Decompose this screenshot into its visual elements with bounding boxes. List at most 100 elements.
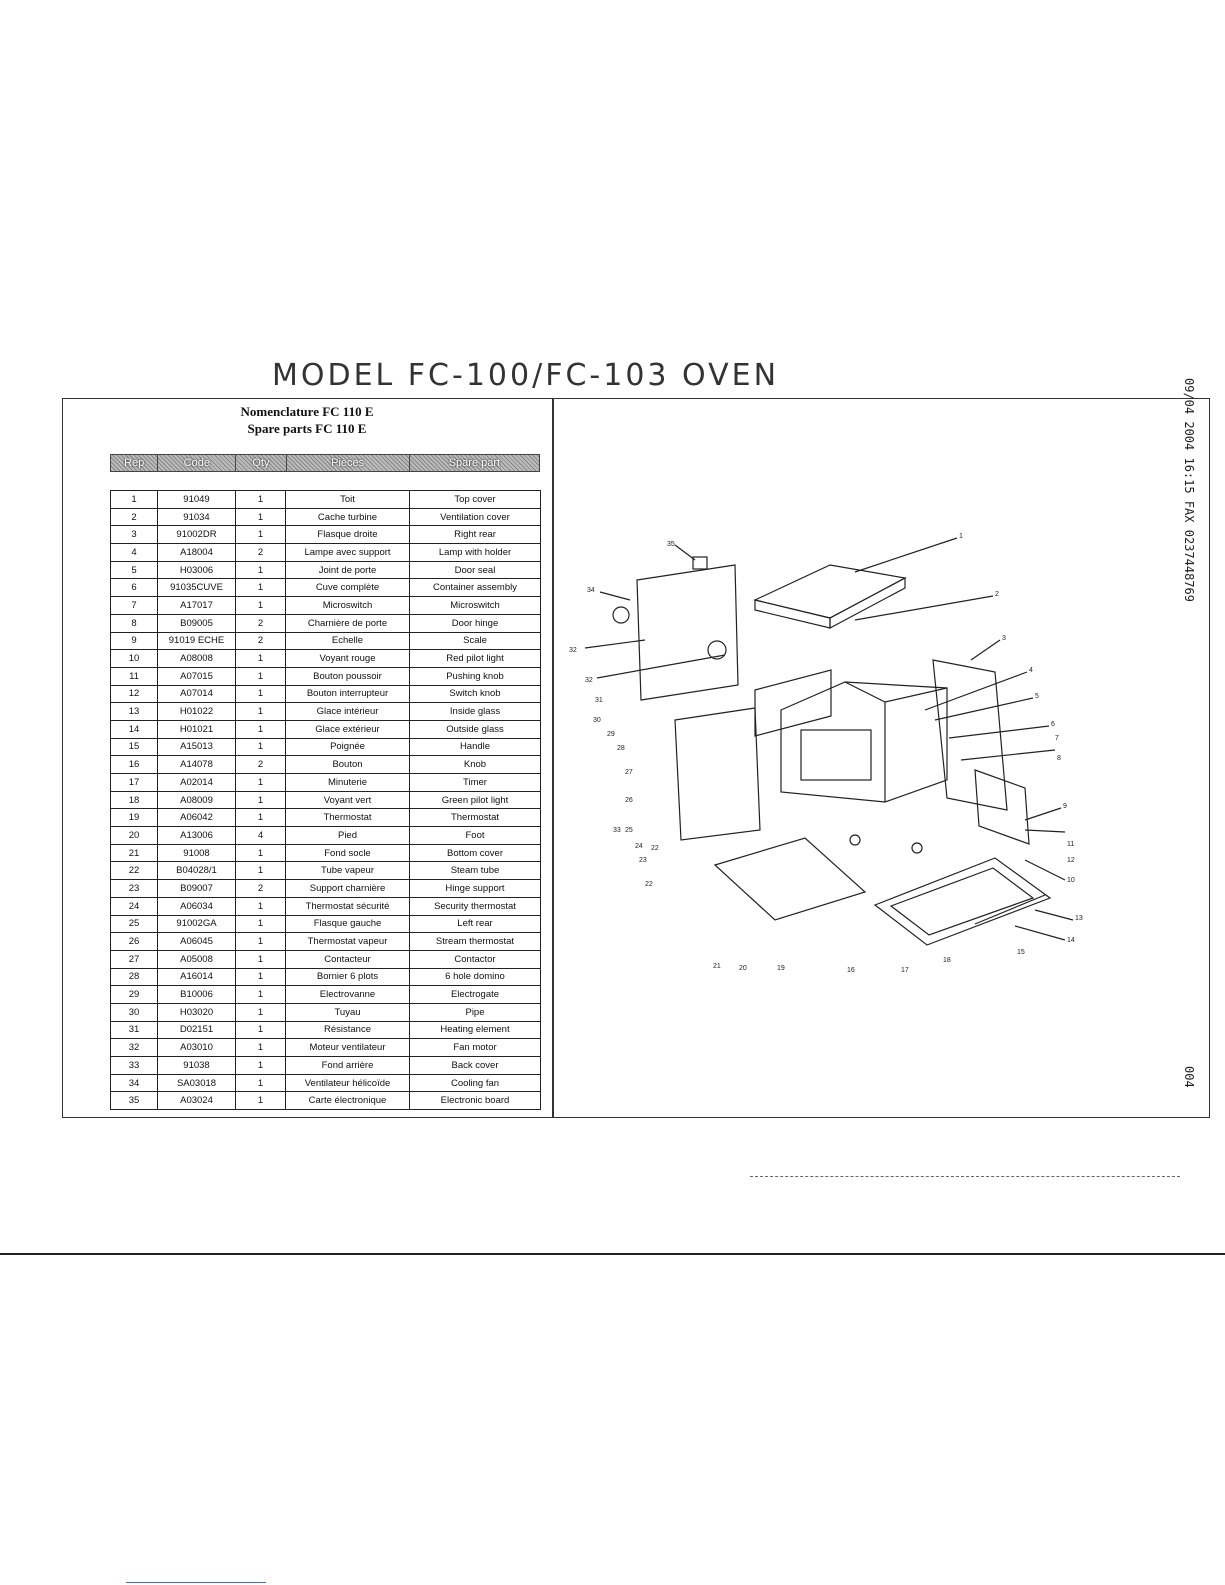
back-panel-shape xyxy=(636,564,739,701)
pieces-cell: Résistance xyxy=(285,1020,410,1040)
left-panel-shape xyxy=(674,707,761,841)
pieces-cell: Carte électronique xyxy=(285,1091,410,1111)
qty-cell: 1 xyxy=(235,719,286,739)
qty-cell: 1 xyxy=(235,1038,286,1057)
spare-part-cell: Left rear xyxy=(409,914,541,934)
code-cell: A07014 xyxy=(157,684,236,704)
callout-20: 20 xyxy=(739,965,747,972)
pieces-cell: Ventilateur hélicoïde xyxy=(285,1073,410,1093)
pieces-cell: Glace intérieur xyxy=(285,702,410,721)
frame-divider xyxy=(552,398,554,1118)
pieces-cell: Lampe avec support xyxy=(285,543,410,562)
rep-cell: 21 xyxy=(110,843,158,863)
pieces-cell: Minuterie xyxy=(285,773,410,792)
table-header: Rep Code Qty Pièces Spare part xyxy=(110,454,540,472)
pieces-cell: Bornier 6 plots xyxy=(285,967,410,987)
handwritten-model-title: MODEL FC-100/FC-103 OVEN xyxy=(272,358,780,393)
spare-part-cell: Handle xyxy=(409,737,541,757)
qty-cell: 1 xyxy=(235,737,286,757)
rep-cell: 5 xyxy=(110,560,158,580)
callout-14: 14 xyxy=(1067,937,1075,944)
qty-cell: 1 xyxy=(235,896,286,916)
spare-part-cell: Heating element xyxy=(409,1020,541,1040)
header-pieces: Pièces xyxy=(287,455,410,471)
code-cell: A18004 xyxy=(157,543,236,562)
callout-6: 6 xyxy=(1051,721,1055,728)
spare-part-cell: Timer xyxy=(409,773,541,792)
code-cell: A02014 xyxy=(157,773,236,792)
code-cell: H01021 xyxy=(157,719,236,739)
rep-cell: 9 xyxy=(110,631,158,651)
top-cover-shape xyxy=(753,564,907,619)
callout-32b: 32 xyxy=(569,647,577,654)
spare-part-cell: Right rear xyxy=(409,525,541,545)
qty-cell: 1 xyxy=(235,1020,286,1040)
code-cell: B09005 xyxy=(157,613,236,633)
spare-part-cell: Outside glass xyxy=(409,719,541,739)
rep-cell: 2 xyxy=(110,507,158,527)
code-cell: A06045 xyxy=(157,932,236,951)
code-cell: SA03018 xyxy=(157,1073,236,1093)
spare-part-cell: Ventilation cover xyxy=(409,507,541,527)
spare-part-cell: Knob xyxy=(409,755,541,774)
pieces-cell: Thermostat xyxy=(285,808,410,828)
qty-cell: 1 xyxy=(235,1073,286,1093)
code-cell: A16014 xyxy=(157,967,236,987)
rep-cell: 12 xyxy=(110,684,158,704)
pieces-cell: Voyant vert xyxy=(285,790,410,810)
code-cell: B10006 xyxy=(157,985,236,1004)
callout-25: 25 xyxy=(625,827,633,834)
qty-cell: 4 xyxy=(235,826,286,845)
spare-part-cell: Fan motor xyxy=(409,1038,541,1057)
qty-cell: 1 xyxy=(235,967,286,987)
qty-cell: 2 xyxy=(235,631,286,651)
spare-part-cell: Lamp with holder xyxy=(409,543,541,562)
callout-35: 35 xyxy=(667,541,675,548)
code-cell: D02151 xyxy=(157,1020,236,1040)
callout-8: 8 xyxy=(1057,755,1061,762)
spare-part-cell: Cooling fan xyxy=(409,1073,541,1093)
fan-motor-shape xyxy=(707,640,727,660)
qty-cell: 1 xyxy=(235,525,286,545)
right-rear-shape xyxy=(932,659,1008,811)
qty-cell: 2 xyxy=(235,879,286,898)
spare-part-cell: Hinge support xyxy=(409,879,541,898)
code-cell: 91019 ECHE xyxy=(157,631,236,651)
qty-cell: 2 xyxy=(235,613,286,633)
code-cell: A08009 xyxy=(157,790,236,810)
pieces-cell: Bouton poussoir xyxy=(285,666,410,686)
qty-cell: 1 xyxy=(235,649,286,668)
electronic-board-shape xyxy=(692,556,708,570)
code-cell: 91049 xyxy=(157,490,236,509)
callout-5: 5 xyxy=(1035,693,1039,700)
pieces-cell: Joint de porte xyxy=(285,560,410,580)
scan-edge-line xyxy=(0,1253,1225,1255)
callout-3: 3 xyxy=(1002,635,1006,642)
pieces-cell: Fond socle xyxy=(285,843,410,863)
code-cell: A07015 xyxy=(157,666,236,686)
scale-shape xyxy=(974,769,1030,845)
pieces-cell: Echelle xyxy=(285,631,410,651)
pieces-cell: Charnière de porte xyxy=(285,613,410,633)
spare-part-cell: Red pilot light xyxy=(409,649,541,668)
callout-22b: 22 xyxy=(651,845,659,852)
rep-cell: 1 xyxy=(110,490,158,509)
callout-1: 1 xyxy=(959,533,963,540)
pieces-cell: Thermostat vapeur xyxy=(285,932,410,951)
spare-part-cell: Scale xyxy=(409,631,541,651)
qty-cell: 1 xyxy=(235,490,286,509)
